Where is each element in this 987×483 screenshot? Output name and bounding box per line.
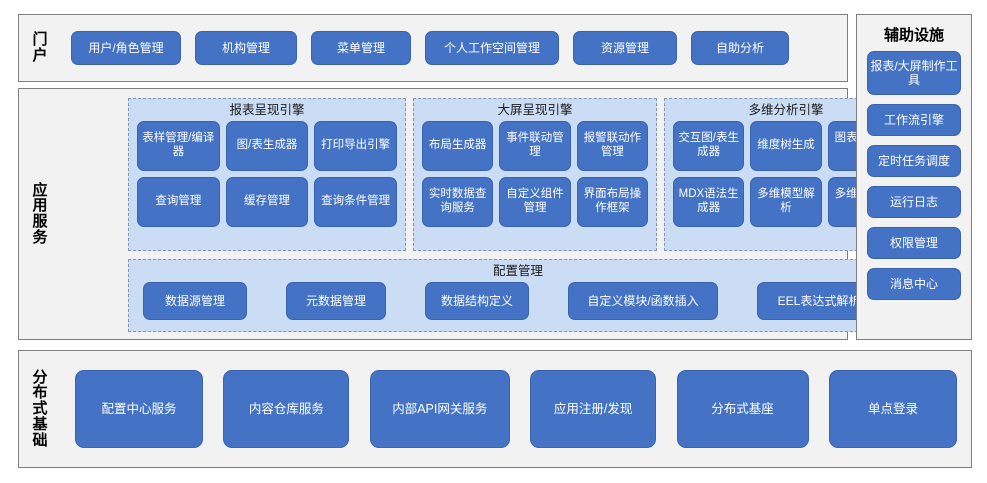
group-report-rendering-engine-title: 报表呈现引擎	[229, 103, 305, 117]
aux-node-report-dashboard-authoring-tool[interactable]: 报表/大屏制作工具	[867, 51, 961, 95]
dist-node-config-center-service[interactable]: 配置中心服务	[75, 370, 203, 448]
portal-node-org-management[interactable]: 机构管理	[195, 31, 297, 65]
application-services-band: 应用服务 报表呈现引擎 表样管理/编译器 图/表生成器 打印导出引擎 查询管理 …	[18, 88, 908, 340]
node-custom-component-management[interactable]: 自定义组件管理	[499, 176, 571, 227]
node-form-template-management-compiler[interactable]: 表样管理/编译器	[137, 120, 220, 171]
distributed-foundation-band: 分布式基础 配置中心服务 内容仓库服务 内部API网关服务 应用注册/发现 分布…	[18, 350, 972, 468]
group-configuration-management-title: 配置管理	[492, 264, 543, 278]
auxiliary-facilities-panel: 辅助设施 报表/大屏制作工具 工作流引擎 定时任务调度 运行日志 权限管理 消息…	[856, 14, 972, 340]
group-large-screen-rendering-engine-title: 大屏呈现引擎	[497, 103, 573, 117]
group-large-screen-rendering-engine: 大屏呈现引擎 布局生成器 事件联动管理 报警联动作管理 实时数据查询服务 自定义…	[413, 98, 657, 251]
node-realtime-data-query-service[interactable]: 实时数据查询服务	[422, 176, 494, 227]
node-query-management[interactable]: 查询管理	[137, 176, 220, 227]
auxiliary-facilities-list: 报表/大屏制作工具 工作流引擎 定时任务调度 运行日志 权限管理 消息中心	[857, 51, 971, 300]
application-services-band-label-text: 应用服务	[32, 181, 48, 246]
node-dimension-tree-generation[interactable]: 维度树生成	[750, 120, 822, 171]
portal-band-label-text: 门户	[32, 31, 48, 64]
aux-node-permission-management[interactable]: 权限管理	[867, 227, 961, 259]
group-multidimensional-analysis-engine-title: 多维分析引擎	[748, 103, 824, 117]
node-custom-module-function-insertion[interactable]: 自定义模块/函数插入	[568, 281, 718, 320]
node-layout-generator[interactable]: 布局生成器	[422, 120, 494, 171]
node-mdx-syntax-generator[interactable]: MDX语法生成器	[673, 176, 745, 227]
application-services-band-label: 应用服务	[19, 89, 61, 339]
node-metadata-management[interactable]: 元数据管理	[286, 281, 386, 320]
node-datasource-management[interactable]: 数据源管理	[143, 281, 247, 320]
node-interactive-chart-table-generator[interactable]: 交互图/表生成器	[673, 120, 745, 171]
aux-node-scheduled-task-scheduler[interactable]: 定时任务调度	[867, 145, 961, 177]
node-data-structure-definition[interactable]: 数据结构定义	[425, 281, 529, 320]
portal-node-personal-workspace-management[interactable]: 个人工作空间管理	[425, 31, 559, 65]
aux-node-runtime-log[interactable]: 运行日志	[867, 186, 961, 218]
portal-node-user-role-management[interactable]: 用户/角色管理	[71, 31, 181, 65]
aux-node-workflow-engine[interactable]: 工作流引擎	[867, 104, 961, 136]
application-services-content: 报表呈现引擎 表样管理/编译器 图/表生成器 打印导出引擎 查询管理 缓存管理 …	[71, 98, 908, 332]
dist-node-content-repository-service[interactable]: 内容仓库服务	[223, 370, 350, 448]
auxiliary-facilities-title: 辅助设施	[883, 27, 944, 44]
group-configuration-management: 配置管理 数据源管理 元数据管理 数据结构定义 自定义模块/函数插入 EEL表达…	[128, 259, 908, 332]
dist-node-single-sign-on[interactable]: 单点登录	[828, 370, 957, 448]
dist-node-internal-api-gateway-service[interactable]: 内部API网关服务	[369, 370, 510, 448]
portal-node-row: 用户/角色管理 机构管理 菜单管理 个人工作空间管理 资源管理 自助分析	[71, 15, 839, 81]
node-print-export-engine[interactable]: 打印导出引擎	[314, 120, 397, 171]
node-event-linkage-management[interactable]: 事件联动管理	[499, 120, 571, 171]
node-alarm-linkage-action-management[interactable]: 报警联动作管理	[576, 120, 648, 171]
group-report-rendering-engine-grid: 表样管理/编译器 图/表生成器 打印导出引擎 查询管理 缓存管理 查询条件管理	[129, 120, 405, 235]
node-chart-table-generator[interactable]: 图/表生成器	[225, 120, 309, 171]
portal-node-self-service-analysis[interactable]: 自助分析	[691, 31, 789, 65]
portal-node-resource-management[interactable]: 资源管理	[573, 31, 677, 65]
portal-band: 门户 用户/角色管理 机构管理 菜单管理 个人工作空间管理 资源管理 自助分析	[18, 14, 848, 82]
dist-node-distributed-base[interactable]: 分布式基座	[676, 370, 809, 448]
group-configuration-management-row: 数据源管理 元数据管理 数据结构定义 自定义模块/函数插入 EEL表达式解析器	[129, 281, 907, 326]
node-query-condition-management[interactable]: 查询条件管理	[314, 176, 397, 227]
distributed-foundation-node-row: 配置中心服务 内容仓库服务 内部API网关服务 应用注册/发现 分布式基座 单点…	[71, 351, 961, 467]
dist-node-app-registration-discovery[interactable]: 应用注册/发现	[530, 370, 657, 448]
node-ui-layout-operation-framework[interactable]: 界面布局操作框架	[576, 176, 648, 227]
group-report-rendering-engine: 报表呈现引擎 表样管理/编译器 图/表生成器 打印导出引擎 查询管理 缓存管理 …	[128, 98, 406, 251]
portal-band-label: 门户	[19, 15, 61, 81]
node-multidimensional-model-parsing[interactable]: 多维模型解析	[750, 176, 822, 227]
distributed-foundation-band-label-text: 分布式基础	[32, 368, 48, 449]
portal-node-menu-management[interactable]: 菜单管理	[311, 31, 411, 65]
group-large-screen-rendering-engine-grid: 布局生成器 事件联动管理 报警联动作管理 实时数据查询服务 自定义组件管理 界面…	[414, 120, 656, 235]
node-cache-management[interactable]: 缓存管理	[225, 176, 309, 227]
distributed-foundation-band-label: 分布式基础	[19, 351, 61, 467]
aux-node-message-center[interactable]: 消息中心	[867, 268, 961, 300]
